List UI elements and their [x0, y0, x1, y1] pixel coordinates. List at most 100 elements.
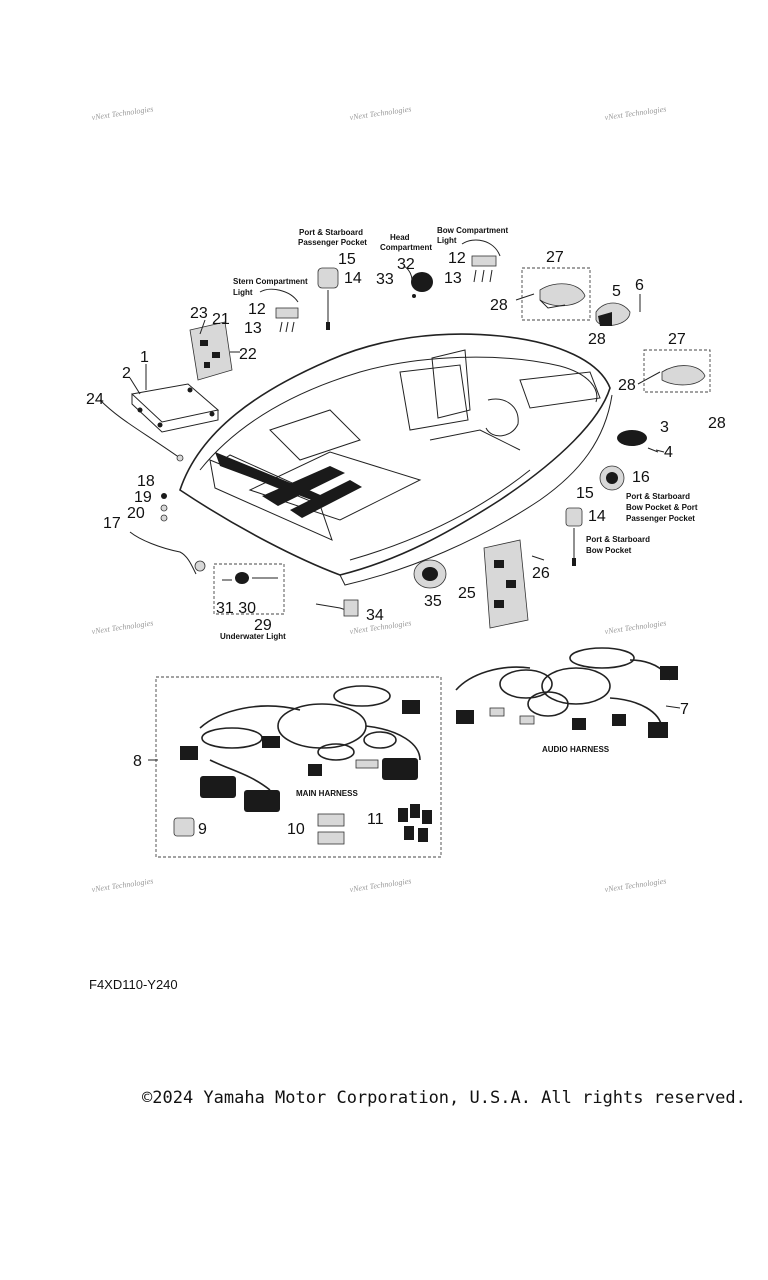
tweeter [595, 294, 641, 326]
caption-bow-pocket-2: Bow Pocket [586, 546, 632, 555]
callout-22: 22 [239, 346, 257, 363]
caption-head-compartment-2: Compartment [380, 243, 432, 252]
callout-9: 9 [198, 821, 207, 838]
callout-2: 2 [122, 365, 131, 382]
callout-33: 33 [376, 271, 394, 288]
caption-bow-light-2: Light [437, 236, 457, 245]
caption-passenger-pocket-2: Passenger Pocket [298, 238, 367, 247]
watermark: vNext Technologies [91, 618, 154, 636]
callout-16: 16 [632, 469, 650, 486]
caption-bow-pocket-port-2: Bow Pocket & Port [626, 503, 698, 512]
callout-14-passenger: 14 [344, 270, 362, 287]
bow-pocket-light [565, 507, 583, 566]
callout-4: 4 [664, 444, 673, 461]
caption-bow-pocket-port-1: Port & Starboard [626, 492, 690, 501]
watermark: vNext Technologies [91, 104, 154, 122]
caption-passenger-pocket-1: Port & Starboard [299, 228, 363, 237]
callout-29: 29 [254, 617, 272, 634]
callout-35: 35 [424, 593, 442, 610]
callout-1: 1 [140, 349, 149, 366]
battery-tray [130, 383, 220, 433]
bow-light [461, 239, 501, 283]
callout-7: 7 [680, 701, 689, 718]
caption-stern-light-1: Stern Compartment [233, 277, 308, 286]
callout-20: 20 [127, 505, 145, 522]
callout-19: 19 [134, 489, 152, 506]
callout-28-c: 28 [618, 377, 636, 394]
stern-light [259, 288, 299, 333]
part-27-box-lower [643, 349, 711, 393]
head-compartment-light [403, 265, 433, 298]
callout-12-bow: 12 [448, 250, 466, 267]
callout-13-stern: 13 [244, 320, 262, 337]
callout-13-bow: 13 [444, 270, 462, 287]
main-harness [180, 685, 421, 812]
speaker-grille [617, 430, 659, 453]
callout-17: 17 [103, 515, 121, 532]
connector-10 [317, 813, 345, 845]
battery-cable [99, 399, 184, 462]
callout-11: 11 [367, 811, 384, 828]
callout-27-upper: 27 [546, 249, 564, 266]
callout-31-30: 31 30 [216, 600, 256, 617]
underwater-light-box [213, 563, 285, 615]
caption-bow-pocket-1: Port & Starboard [586, 535, 650, 544]
pocket-light-16 [599, 465, 625, 491]
main-harness-box [155, 676, 442, 858]
caption-head-compartment-1: Head [390, 233, 410, 242]
fuse-box [189, 321, 240, 381]
captions: Port & Starboard Passenger Pocket Head C… [220, 226, 698, 798]
callout-3: 3 [660, 419, 669, 436]
callout-25: 25 [458, 585, 476, 602]
copyright-notice: ©2024 Yamaha Motor Corporation, U.S.A. A… [142, 1088, 746, 1108]
watermark: vNext Technologies [604, 104, 667, 122]
caption-underwater-light: Underwater Light [220, 632, 286, 641]
speaker-housing-upper [539, 283, 586, 309]
relay-9 [173, 817, 195, 837]
callout-24: 24 [86, 391, 104, 408]
callouts: 1 2 3 4 5 6 7 8 9 10 11 12 12 13 13 14 1… [86, 249, 726, 838]
watermark: vNext Technologies [349, 876, 412, 894]
callout-34: 34 [366, 607, 384, 624]
control-module [483, 539, 529, 629]
callout-28-b: 28 [588, 331, 606, 348]
screw-26 [531, 555, 545, 561]
boat-hull [179, 333, 613, 586]
callout-10: 10 [287, 821, 305, 838]
callout-15-passenger: 15 [338, 251, 356, 268]
leader-lines [129, 293, 681, 761]
callout-26: 26 [532, 565, 550, 582]
passenger-pocket-light [317, 267, 339, 330]
power-socket [413, 559, 447, 589]
callout-5: 5 [612, 283, 621, 300]
ground-harness [129, 493, 206, 575]
callout-12-stern: 12 [248, 301, 266, 318]
model-code: F4XD110-Y240 [89, 977, 178, 992]
watermark: vNext Technologies [349, 104, 412, 122]
callout-15-bow-pocket: 15 [576, 485, 594, 502]
callout-27-lower: 27 [668, 331, 686, 348]
callout-28-a: 28 [490, 297, 508, 314]
audio-harness [455, 647, 678, 738]
underwater-light [222, 572, 278, 584]
callout-18: 18 [137, 473, 155, 490]
callout-6: 6 [635, 277, 644, 294]
callout-28-d: 28 [708, 415, 726, 432]
caption-main-harness: MAIN HARNESS [296, 789, 358, 798]
caption-bow-light-1: Bow Compartment [437, 226, 508, 235]
caption-bow-pocket-port-3: Passenger Pocket [626, 514, 695, 523]
watermark: vNext Technologies [91, 876, 154, 894]
caption-audio-harness: AUDIO HARNESS [542, 745, 610, 754]
speaker-housing-lower [661, 365, 706, 386]
callout-23: 23 [190, 305, 208, 322]
callout-32: 32 [397, 256, 415, 273]
fuses-11 [398, 804, 432, 842]
watermark: vNext Technologies [604, 618, 667, 636]
callout-14-bow-pocket: 14 [588, 508, 606, 525]
callout-8: 8 [133, 753, 142, 770]
caption-stern-light-2: Light [233, 288, 253, 297]
watermark: vNext Technologies [604, 876, 667, 894]
sensor-34 [315, 599, 359, 617]
callout-21: 21 [212, 311, 230, 328]
